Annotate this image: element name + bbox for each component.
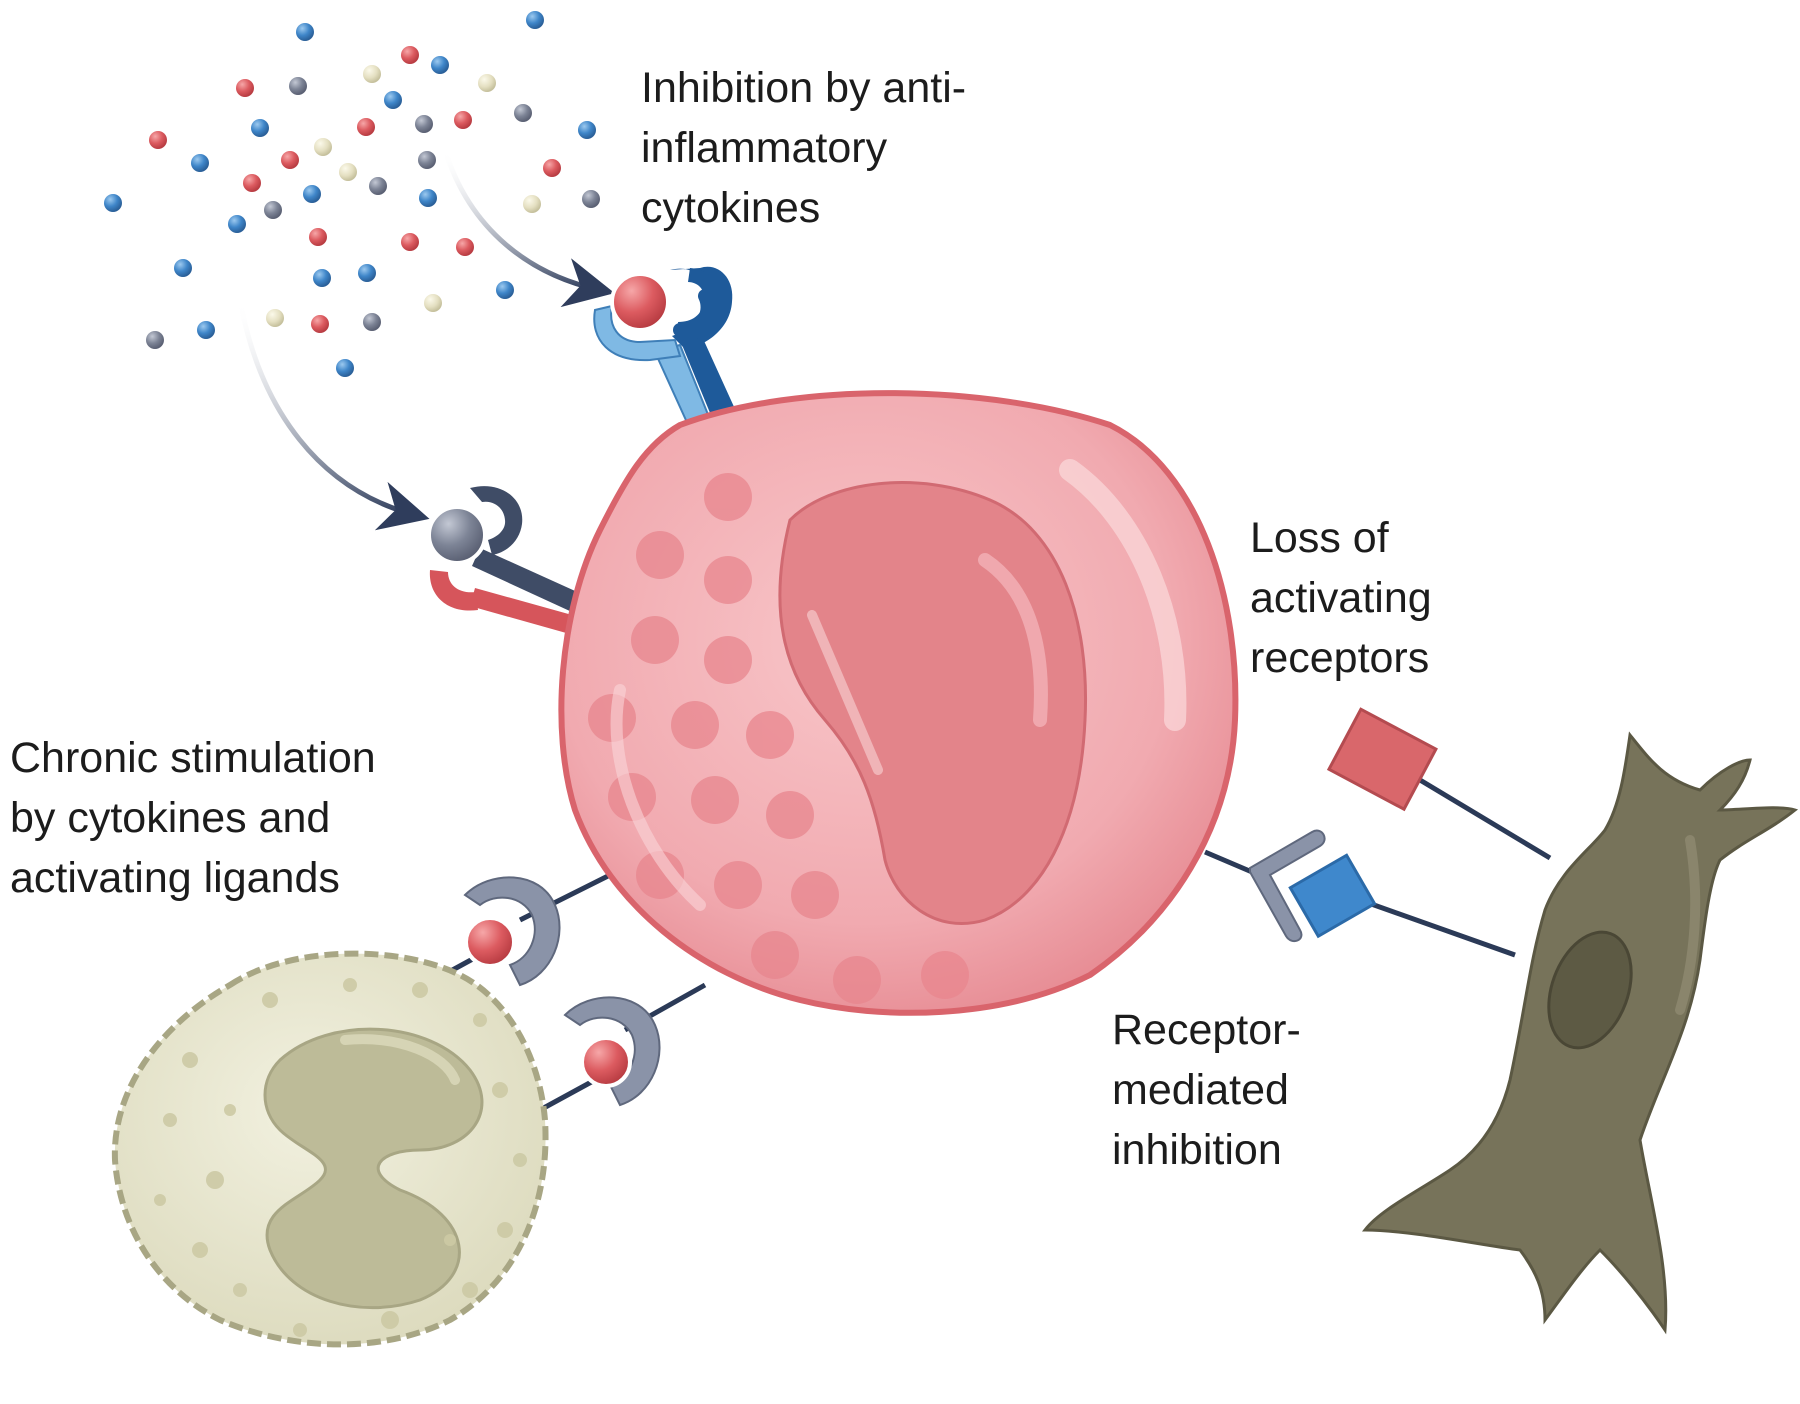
arrow-to-left-receptor [237, 299, 430, 531]
label-line: mediated [1112, 1066, 1289, 1114]
cytokine-particle [582, 190, 600, 208]
cytokine-receptor-left [427, 486, 595, 638]
cytokine-particle [251, 119, 269, 137]
cytokine-particle [314, 138, 332, 156]
label-anti-inflammatory-inhibition: Inhibition by anti- inflammatory cytokin… [641, 58, 966, 238]
cytokine-particle [384, 91, 402, 109]
cytokine-particle [424, 294, 442, 312]
label-chronic-stimulation: Chronic stimulation by cytokines and act… [10, 728, 376, 908]
fibroblast-icon [1361, 731, 1799, 1335]
cytokine-particle [401, 233, 419, 251]
cytokine-particle [174, 259, 192, 277]
cytokine-particle [401, 46, 419, 64]
cytokine-particle [296, 23, 314, 41]
cytokine-particle [363, 313, 381, 331]
cytokine-particle [523, 195, 541, 213]
cytokine-particle [496, 281, 514, 299]
label-line: by cytokines and [10, 794, 331, 842]
label-line: activating [1250, 574, 1432, 622]
cytokine-particle [339, 163, 357, 181]
cytokine-particle [104, 194, 122, 212]
activating-ligand-pair-upper [463, 876, 561, 987]
cytokine-particle [543, 159, 561, 177]
cytokine-particle [236, 79, 254, 97]
neutrophil-icon [111, 950, 549, 1348]
cytokine-particle [336, 359, 354, 377]
cytokine-particle [311, 315, 329, 333]
cytokine-particle [281, 151, 299, 169]
cytokine-particle [478, 74, 496, 92]
cytokine-particle [197, 321, 215, 339]
cytokine-particle [309, 228, 327, 246]
activating-ligand-pair-lower [563, 996, 661, 1107]
cytokine-particle [264, 201, 282, 219]
cytokine-particle [456, 238, 474, 256]
cytokine-particle [228, 215, 246, 233]
label-line: Loss of [1250, 514, 1389, 562]
inhibitory-receptor-pair [1249, 829, 1377, 943]
cytokine-particle [363, 65, 381, 83]
label-line: Inhibition by anti- [641, 64, 967, 112]
cytokine-particle [313, 269, 331, 287]
cytokine-particle [454, 111, 472, 129]
cytokine-particle [243, 174, 261, 192]
label-line: Chronic stimulation [10, 734, 376, 782]
cytokine-particle [357, 118, 375, 136]
label-loss-of-activating-receptors: Loss of activating receptors [1250, 508, 1432, 688]
nk-cell-icon [558, 390, 1239, 1016]
label-line: cytokines [641, 184, 821, 232]
neutrophil-granules [154, 978, 527, 1337]
cytokine-particle [514, 104, 532, 122]
cytokine-particle [415, 115, 433, 133]
label-receptor-mediated-inhibition: Receptor- mediated inhibition [1112, 1000, 1301, 1180]
cytokine-particle [191, 154, 209, 172]
label-line: Receptor- [1112, 1006, 1301, 1054]
cytokine-particles [104, 11, 600, 377]
cytokine-particle [431, 56, 449, 74]
label-line: receptors [1250, 634, 1430, 682]
cytokine-particle [526, 11, 544, 29]
cytokine-particle [289, 77, 307, 95]
cytokine-particle [369, 177, 387, 195]
cytokine-particle [146, 331, 164, 349]
cytokine-particle [149, 131, 167, 149]
top-right-hook [678, 268, 724, 341]
label-line: inhibition [1112, 1126, 1282, 1174]
cytokine-particle [303, 185, 321, 203]
cytokine-particle [578, 121, 596, 139]
arrow-to-top-receptor [442, 149, 615, 308]
cytokine-particle [358, 264, 376, 282]
label-line: activating ligands [10, 854, 340, 902]
anti-inflammatory-receptor [593, 266, 740, 442]
label-line: inflammatory [641, 124, 888, 172]
cytokine-particle [419, 189, 437, 207]
cytokine-particle [418, 151, 436, 169]
cytokine-particle [266, 309, 284, 327]
activating-ligand-red-square [1326, 707, 1438, 812]
